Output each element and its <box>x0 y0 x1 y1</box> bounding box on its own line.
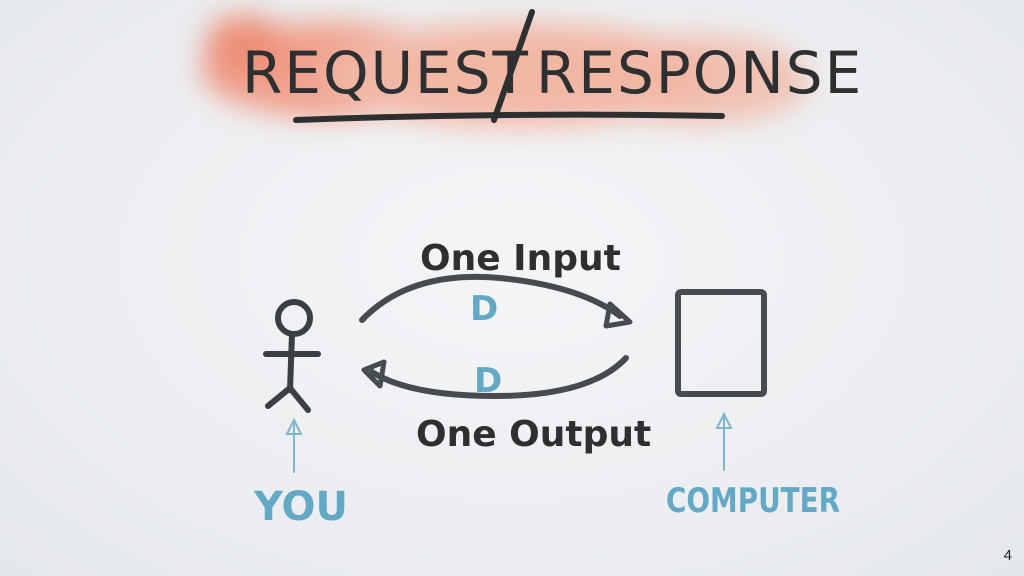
you-pointer-arrow <box>285 417 303 473</box>
page-number: 4 <box>1003 547 1012 564</box>
packet-top: D <box>470 289 498 329</box>
title-highlight <box>200 15 810 127</box>
stick-figure-icon <box>263 299 321 413</box>
computer-label: Computer <box>666 481 840 521</box>
title-response: Response <box>536 39 863 107</box>
title-slash <box>491 9 535 123</box>
title-underline <box>293 111 725 123</box>
arrow-top-label: One Input <box>420 238 621 279</box>
response-arrow <box>369 355 629 400</box>
computer-pointer-arrow <box>715 411 733 471</box>
arrow-bottom-label: One Output <box>416 414 651 455</box>
request-arrow <box>359 273 623 323</box>
you-label: You <box>253 484 348 530</box>
request-arrowhead <box>603 301 633 329</box>
computer-box-icon <box>675 289 767 397</box>
title-request: Request <box>242 39 530 107</box>
packet-bottom: D <box>474 361 502 401</box>
response-arrowhead <box>361 359 387 389</box>
